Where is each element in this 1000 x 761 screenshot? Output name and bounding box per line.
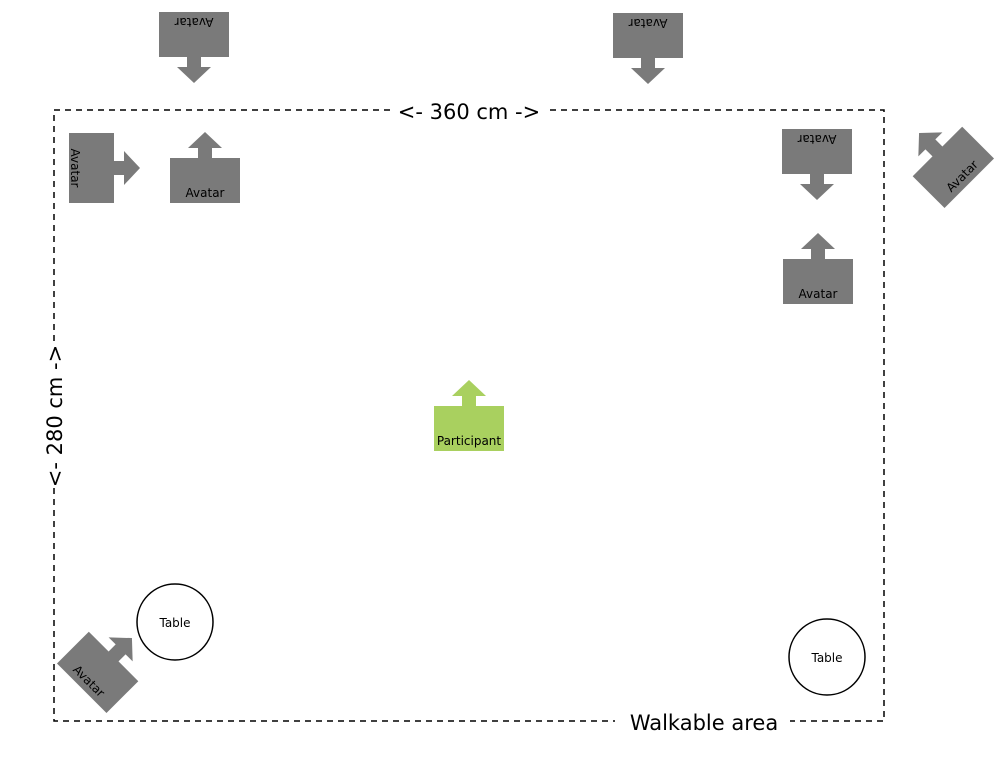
avatar-label: Avatar: [797, 132, 836, 146]
avatar: Avatar: [912, 126, 995, 209]
avatar: Avatar: [782, 129, 852, 200]
table-label: Table: [158, 616, 190, 630]
table: Table: [136, 583, 214, 661]
avatar-label: Avatar: [68, 149, 82, 188]
participant-arrow-shape: [434, 380, 504, 451]
avatar-arrow-shape: [159, 12, 229, 83]
avatar-arrow-shape: [783, 233, 853, 304]
avatar: Avatar: [170, 132, 240, 203]
avatar-arrow-shape: [912, 126, 995, 209]
height-dimension-label: <- 280 cm ->: [43, 345, 67, 487]
avatar-label: Avatar: [799, 287, 838, 301]
avatar-arrow-shape: [613, 13, 683, 84]
avatar: Avatar: [613, 13, 683, 84]
avatar: Avatar: [783, 233, 853, 304]
avatar: Avatar: [159, 12, 229, 83]
table: Table: [788, 618, 866, 696]
avatar-label: Avatar: [174, 15, 213, 29]
avatar-label: Avatar: [186, 186, 225, 200]
participant-label: Participant: [437, 434, 502, 448]
avatar-arrow-shape: [782, 129, 852, 200]
walkable-area-label: Walkable area: [630, 711, 778, 735]
avatar-arrow-shape: [56, 631, 139, 714]
avatar: Avatar: [68, 133, 140, 203]
avatar-label: Avatar: [628, 16, 667, 30]
participant: Participant: [434, 380, 504, 451]
table-label: Table: [810, 651, 842, 665]
avatar-arrow-shape: [69, 133, 140, 203]
walkable-area-border: [53, 109, 885, 722]
width-dimension-label: <- 360 cm ->: [398, 100, 540, 124]
avatar-arrow-shape: [170, 132, 240, 203]
